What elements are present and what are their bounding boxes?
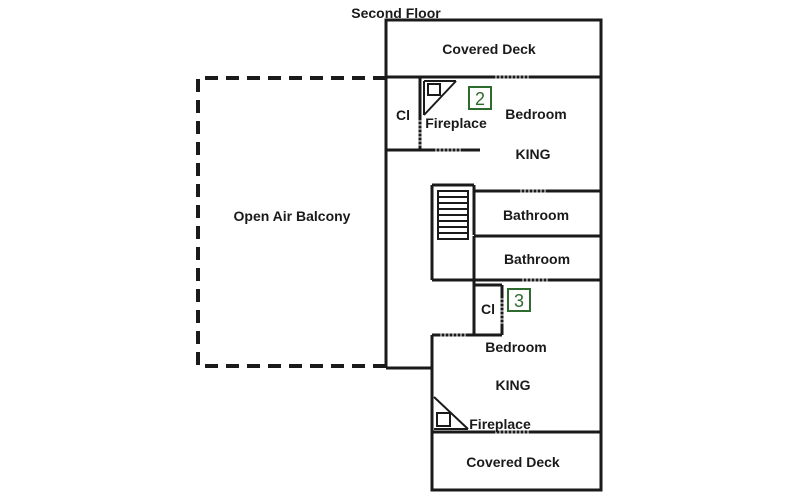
label-bathroom-upper: Bathroom xyxy=(503,207,569,223)
label-covered-deck-top: Covered Deck xyxy=(442,41,536,57)
open-air-balcony xyxy=(196,76,386,368)
doors xyxy=(418,75,550,434)
walls xyxy=(384,18,603,492)
room-number-badge-3: 3 xyxy=(507,288,531,312)
label-closet-bottom: Cl xyxy=(481,301,495,317)
label-fireplace-bottom: Fireplace xyxy=(469,416,531,432)
staircase xyxy=(437,190,469,240)
label-bedroom-2: Bedroom xyxy=(505,106,566,122)
label-bathroom-lower: Bathroom xyxy=(504,251,570,267)
room-number-3: 3 xyxy=(514,291,524,311)
fireplace-icon xyxy=(423,80,457,116)
label-king-2: KING xyxy=(516,146,551,162)
fireplace-icon xyxy=(433,396,469,430)
label-bedroom-3: Bedroom xyxy=(485,339,546,355)
room-number-badge-2: 2 xyxy=(468,86,492,110)
label-fireplace-top: Fireplace xyxy=(425,115,487,131)
label-king-3: KING xyxy=(496,377,531,393)
label-closet-top: Cl xyxy=(396,107,410,123)
room-number-2: 2 xyxy=(475,89,485,109)
label-open-air-balcony: Open Air Balcony xyxy=(234,208,351,224)
label-covered-deck-bottom: Covered Deck xyxy=(466,454,560,470)
plan-title: Second Floor xyxy=(351,5,441,21)
covered-deck-top-walls xyxy=(384,18,603,79)
